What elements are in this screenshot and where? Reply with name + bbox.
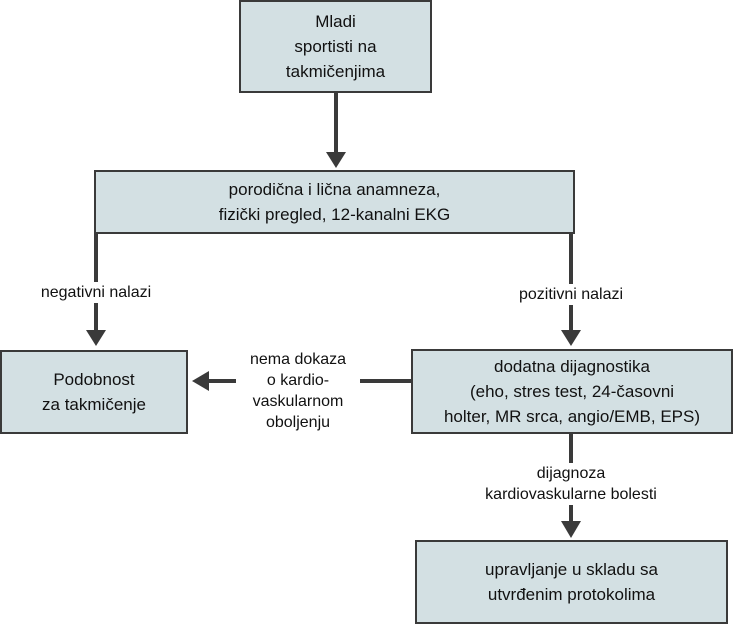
edge-label-diagnosis: dijagnoza kardiovaskularne bolesti (466, 463, 676, 505)
arrowhead-diagnostics-to-management (561, 521, 581, 538)
edge-label-negative-line: negativni nalazi (40, 284, 152, 301)
node-diagnostics-line-1: dodatna dijagnostika (494, 357, 650, 376)
edge-label-negative: negativni nalazi (20, 282, 172, 303)
node-start-line-3: takmičenjima (285, 62, 386, 81)
edge-label-no-evidence-line-4: oboljenju (265, 414, 331, 431)
node-eligible-line-2: za takmičenje (42, 395, 146, 414)
edge-label-positive: pozitivni nalazi (497, 284, 645, 305)
node-eligible: Podobnost za takmičenje (0, 350, 188, 434)
node-management: upravljanje u skladu sa utvrđenim protok… (415, 540, 728, 624)
edge-label-no-evidence-line-2: o kardio- (266, 372, 330, 389)
edge-label-diagnosis-line-1: dijagnoza (536, 465, 606, 482)
node-management-line-1: upravljanje u skladu sa (485, 560, 658, 579)
node-diagnostics-line-2: (eho, stres test, 24-časovni (469, 382, 675, 401)
arrowhead-start-to-screening (326, 152, 346, 168)
arrowhead-diagnostics-to-eligible (192, 371, 209, 391)
edge-label-no-evidence-line-3: vaskularnom (252, 393, 344, 410)
edge-label-no-evidence: nema dokaza o kardio- vaskularnom obolje… (236, 349, 360, 433)
node-screening: porodična i lična anamneza, fizički preg… (94, 170, 575, 234)
node-screening-line-1: porodična i lična anamneza, (228, 180, 441, 199)
edge-label-positive-line: pozitivni nalazi (518, 286, 624, 303)
node-screening-line-2: fizički pregled, 12-kanalni EKG (218, 205, 451, 224)
arrowhead-screening-to-eligible (86, 330, 106, 346)
arrowhead-screening-to-diagnostics (561, 330, 581, 346)
edge-label-no-evidence-line-1: nema dokaza (249, 351, 347, 368)
node-diagnostics-line-3: holter, MR srca, angio/EMB, EPS) (443, 407, 701, 426)
edge-label-diagnosis-line-2: kardiovaskularne bolesti (485, 486, 657, 503)
node-management-line-2: utvrđenim protokolima (487, 585, 656, 604)
node-start-line-1: Mladi (315, 12, 356, 31)
node-start-line-2: sportisti na (294, 37, 377, 56)
node-start: Mladi sportisti na takmičenjima (239, 0, 432, 93)
node-diagnostics: dodatna dijagnostika (eho, stres test, 2… (411, 349, 733, 434)
node-eligible-line-1: Podobnost (53, 370, 135, 389)
